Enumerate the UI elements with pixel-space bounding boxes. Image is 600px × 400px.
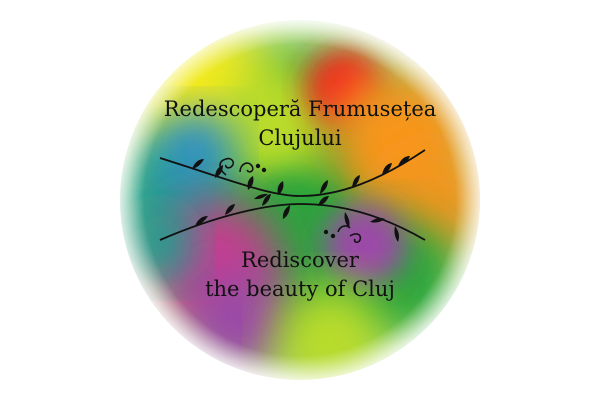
english-slogan-line1: Rediscover: [241, 248, 359, 272]
english-slogan-line2: the beauty of Cluj: [205, 277, 395, 301]
romanian-slogan: Redescoperă Frumusețea Clujului: [0, 95, 600, 153]
branch-top: [159, 149, 426, 200]
english-slogan: Rediscover the beauty of Cluj: [0, 246, 600, 304]
romanian-slogan-line2: Clujului: [258, 126, 342, 150]
color-wash: [110, 10, 490, 390]
branch-bottom: [159, 194, 426, 244]
romanian-slogan-line1: Redescoperă Frumusețea: [163, 97, 437, 121]
